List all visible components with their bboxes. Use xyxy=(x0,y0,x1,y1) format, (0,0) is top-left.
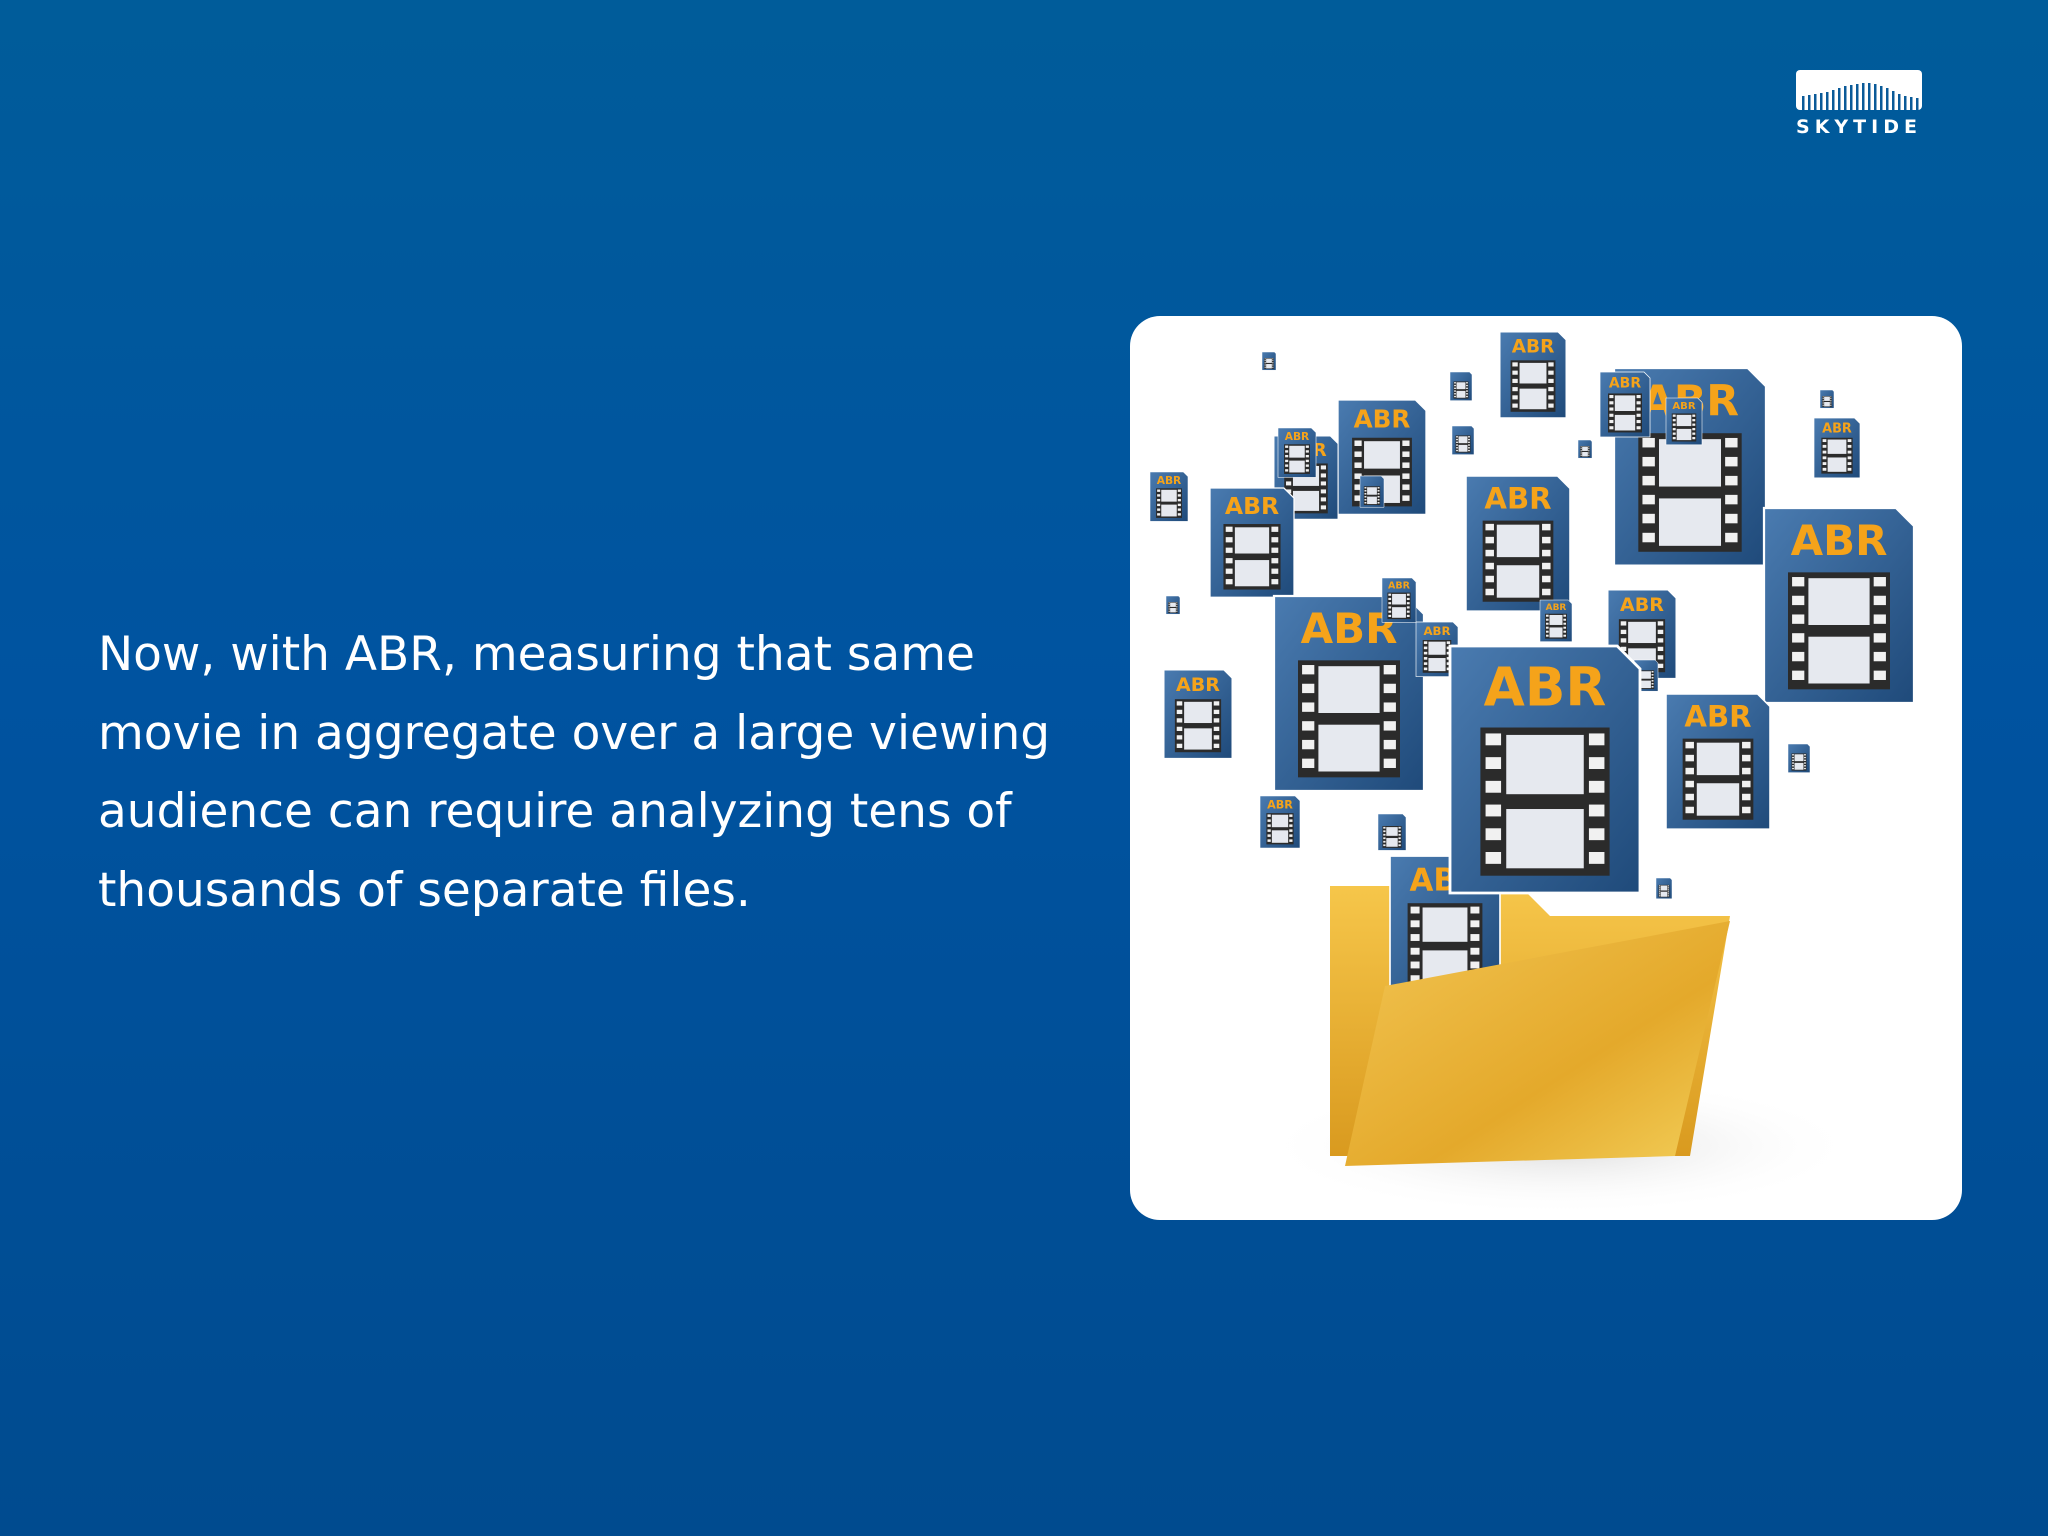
svg-text:ABR: ABR xyxy=(1512,337,1555,358)
abr-file-icon: ABR xyxy=(1539,599,1573,642)
svg-text:ABR: ABR xyxy=(1176,674,1220,696)
abr-file-icon xyxy=(1577,439,1593,459)
skytide-logo: SKYTIDE xyxy=(1796,70,1922,140)
abr-file-icon xyxy=(1377,813,1407,851)
abr-file-icon xyxy=(1449,371,1473,401)
svg-text:ABR: ABR xyxy=(1484,481,1551,515)
svg-text:ABR: ABR xyxy=(1267,798,1293,811)
svg-text:ABR: ABR xyxy=(1546,603,1567,613)
folder-of-video-files-icon: ABR ABR ABR ABR ABR ABR ABR ABR ABR ABR ABR ABR ABR A… xyxy=(1149,331,1916,1216)
abr-file-icon: ABR xyxy=(1415,621,1459,677)
svg-text:ABR: ABR xyxy=(1388,581,1411,592)
abr-file-icon xyxy=(1359,475,1385,508)
abr-file-icon xyxy=(1819,389,1835,409)
logo-wordmark: SKYTIDE xyxy=(1796,116,1922,138)
abr-file-icon xyxy=(1655,877,1673,900)
svg-text:ABR: ABR xyxy=(1672,401,1695,412)
svg-text:ABR: ABR xyxy=(1684,699,1751,733)
skyline-wave-icon xyxy=(1796,70,1922,110)
abr-file-icon: ABR xyxy=(1448,644,1642,895)
slide-body-text: Now, with ABR, measuring that same movie… xyxy=(98,627,1051,918)
svg-text:ABR: ABR xyxy=(1620,594,1664,616)
abr-file-icon: ABR xyxy=(1612,366,1768,567)
svg-text:ABR: ABR xyxy=(1484,656,1607,718)
abr-file-icon: ABR xyxy=(1149,471,1189,522)
abr-file-icon: ABR xyxy=(1665,397,1703,446)
folder-front xyxy=(1345,921,1730,1166)
abr-file-icon: ABR xyxy=(1665,693,1771,830)
abr-files-illustration: ABR ABR ABR ABR ABR ABR ABR ABR ABR ABR ABR ABR ABR A… xyxy=(1130,316,1962,1220)
svg-text:ABR: ABR xyxy=(1609,376,1642,392)
abr-file-icon xyxy=(1451,425,1475,455)
abr-file-icon: ABR xyxy=(1381,577,1417,623)
svg-text:ABR: ABR xyxy=(1822,421,1852,436)
abr-file-icon: ABR xyxy=(1259,795,1301,849)
abr-file-icon: ABR xyxy=(1209,487,1295,598)
svg-text:ABR: ABR xyxy=(1354,404,1411,433)
abr-file-icon xyxy=(1165,595,1181,615)
abr-file-icon xyxy=(1261,351,1277,371)
abr-file-icon xyxy=(1787,743,1811,773)
svg-text:ABR: ABR xyxy=(1157,474,1182,487)
svg-text:ABR: ABR xyxy=(1301,604,1398,653)
abr-file-icon: ABR xyxy=(1272,594,1426,793)
svg-text:ABR: ABR xyxy=(1791,516,1888,565)
svg-text:ABR: ABR xyxy=(1225,492,1279,520)
abr-file-icon: ABR xyxy=(1762,506,1916,705)
abr-file-icon: ABR xyxy=(1277,427,1317,478)
svg-text:ABR: ABR xyxy=(1285,430,1310,443)
abr-file-icon: ABR xyxy=(1163,669,1233,759)
abr-file-icon: ABR xyxy=(1599,371,1651,438)
svg-text:ABR: ABR xyxy=(1423,624,1450,638)
abr-file-icon: ABR xyxy=(1465,475,1571,612)
abr-file-icon: ABR xyxy=(1499,331,1567,419)
abr-file-icon: ABR xyxy=(1813,417,1861,479)
